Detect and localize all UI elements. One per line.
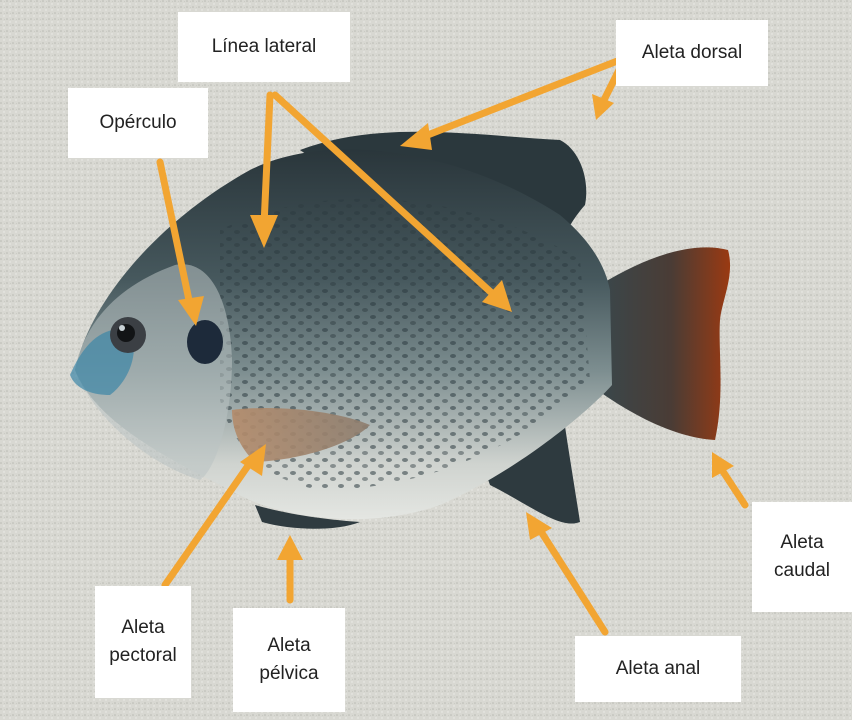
operculum-spot [187,320,223,364]
label-linea-lateral: Línea lateral [178,12,350,82]
label-aleta-pelvica-line-1: Aleta [259,632,318,660]
label-aleta-caudal: Aleta caudal [752,502,852,612]
label-aleta-pelvica: Aleta pélvica [233,608,345,712]
label-aleta-caudal-line-2: caudal [774,557,830,585]
label-aleta-pectoral-line-1: Aleta [109,614,177,642]
label-aleta-anal: Aleta anal [575,636,741,702]
label-aleta-pectoral-line-2: pectoral [109,642,177,670]
eye-highlight [119,325,125,331]
label-aleta-dorsal: Aleta dorsal [616,20,768,86]
label-aleta-pectoral: Aleta pectoral [95,586,191,698]
label-aleta-pelvica-line-2: pélvica [259,660,318,688]
label-operculo: Opérculo [68,88,208,158]
label-operculo-text: Opérculo [99,109,176,137]
label-aleta-caudal-line-1: Aleta [774,529,830,557]
label-aleta-dorsal-text: Aleta dorsal [642,39,742,67]
label-linea-lateral-text: Línea lateral [212,33,317,61]
label-aleta-anal-text: Aleta anal [616,655,701,683]
